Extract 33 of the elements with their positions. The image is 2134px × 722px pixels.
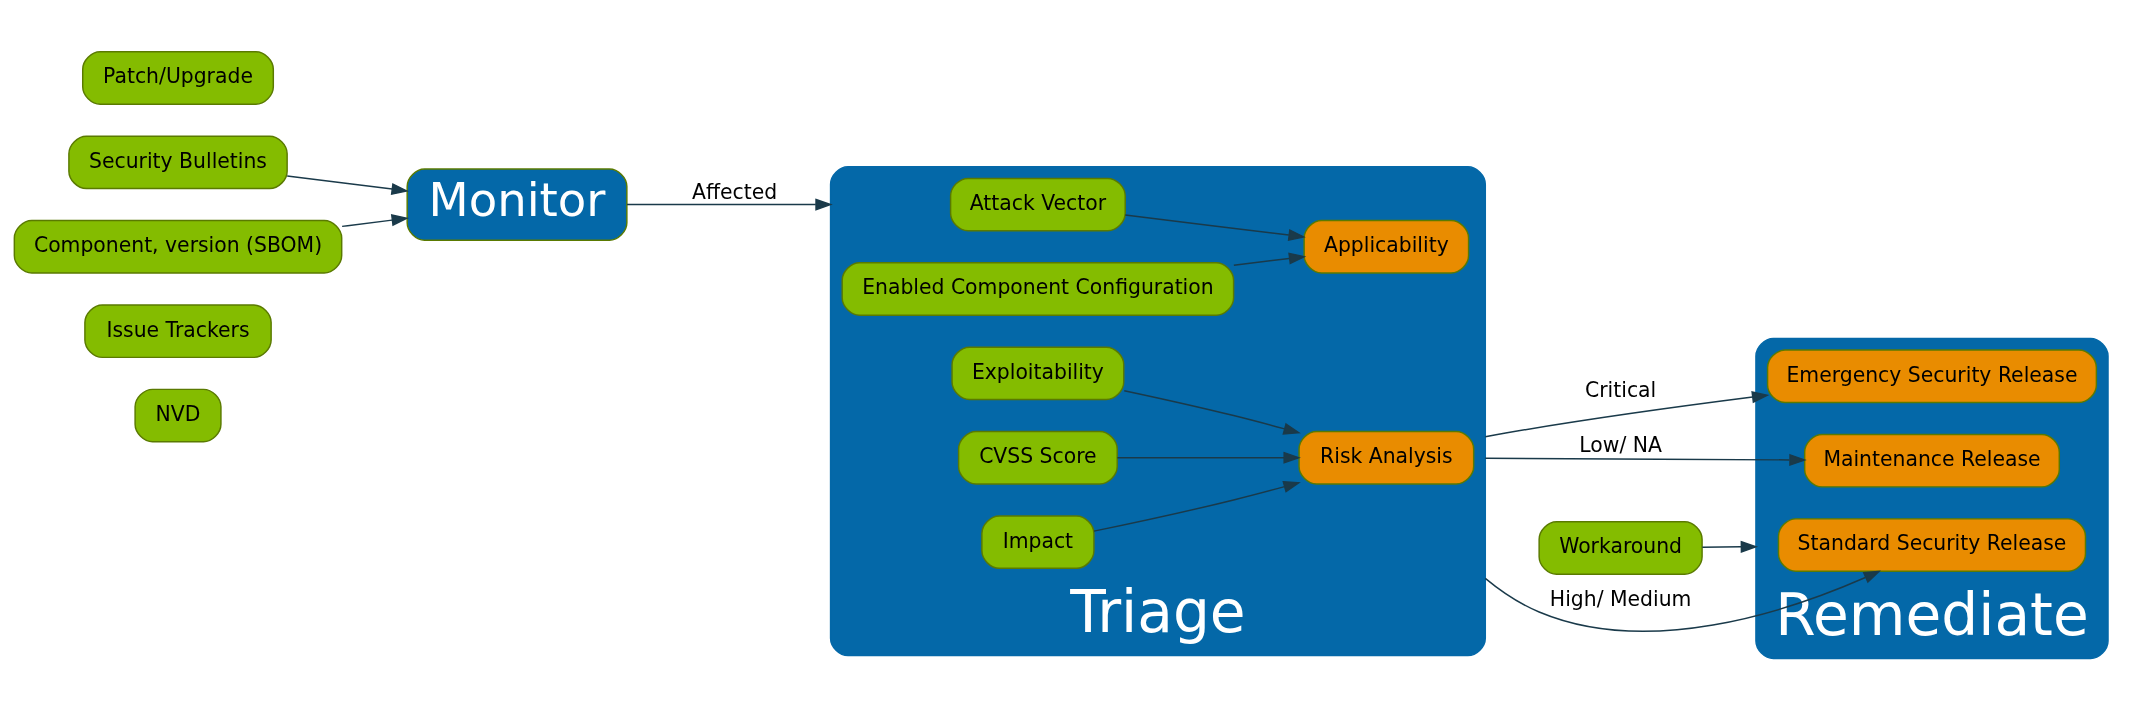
node-box: Workaround — [1538, 521, 1703, 575]
node-box: CVSS Score — [957, 430, 1118, 485]
node-box: Monitor — [406, 168, 628, 241]
node-box: Impact — [981, 515, 1095, 570]
node-box: Exploitability — [951, 346, 1125, 401]
node-box: NVD — [134, 388, 222, 443]
node-box: Risk Analysis — [1298, 430, 1475, 485]
node-box: Maintenance Release — [1803, 433, 2060, 488]
arrow — [1484, 391, 1770, 438]
node-box: Patch/Upgrade — [82, 51, 275, 105]
node-box: Emergency Security Release — [1766, 349, 2098, 404]
arrow — [1116, 451, 1301, 464]
node-box: Applicability — [1303, 219, 1470, 274]
arrow — [341, 214, 409, 228]
edge-label: Affected — [691, 180, 778, 205]
edge-label: High/ Medium — [1549, 587, 1692, 612]
node-box: Issue Trackers — [84, 304, 272, 359]
arrow — [1233, 252, 1307, 266]
node-box: Standard Security Release — [1777, 518, 2087, 572]
edge-label: Critical — [1585, 377, 1657, 402]
arrow — [1093, 480, 1301, 532]
node-box: Component, version (SBOM) — [13, 219, 343, 274]
arrow — [1123, 389, 1301, 435]
node-box: Enabled Component Configuration — [841, 262, 1235, 316]
arrow — [626, 198, 833, 211]
node-box: Security Bulletins — [68, 135, 288, 190]
arrow — [1701, 540, 1759, 553]
arrow — [1484, 453, 1807, 466]
node-box: Attack Vector — [949, 177, 1126, 232]
arrow — [1484, 570, 1882, 632]
arrow — [1124, 214, 1306, 242]
edge-label: Low/ NA — [1579, 433, 1662, 458]
arrow — [286, 175, 409, 196]
